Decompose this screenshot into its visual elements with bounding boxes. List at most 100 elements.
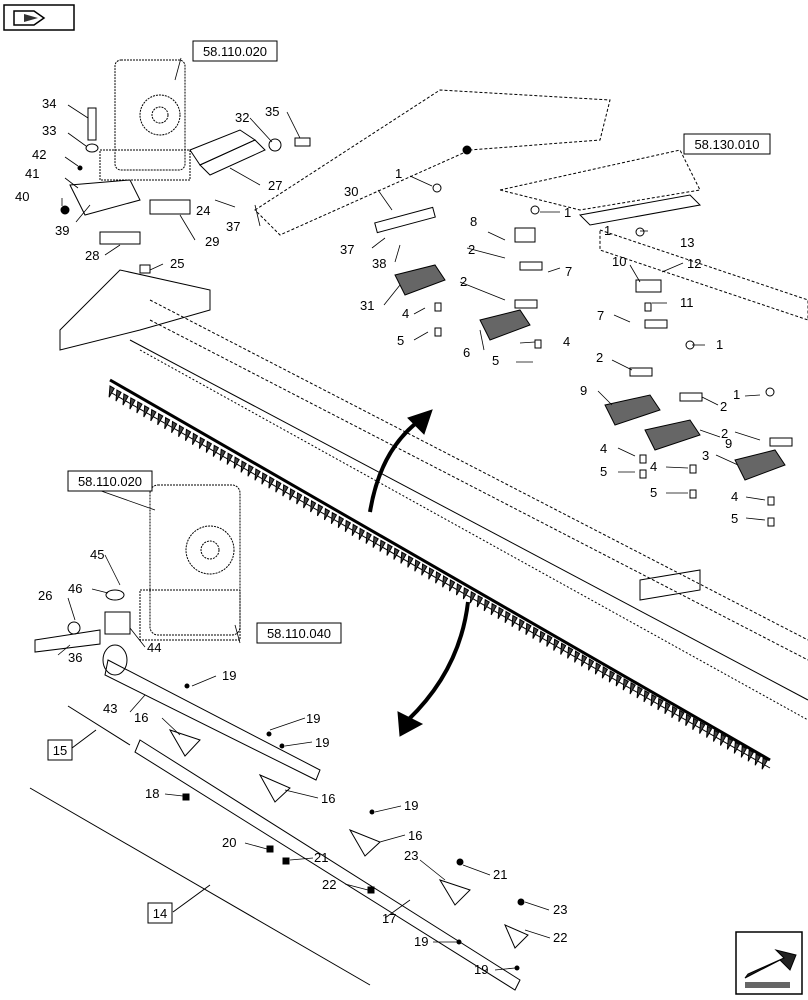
upper-left-parts (60, 107, 311, 274)
part-label: 23 (553, 902, 567, 917)
part-label: 10 (612, 254, 626, 269)
part-label: 40 (15, 189, 29, 204)
part-label: 2 (460, 274, 467, 289)
part-label: 2 (721, 426, 728, 441)
part-label: 5 (492, 353, 499, 368)
part-label: 5 (397, 333, 404, 348)
part-label: 19 (315, 735, 329, 750)
part-label: 20 (222, 835, 236, 850)
part-label: 5 (650, 485, 657, 500)
part-label: 30 (344, 184, 358, 199)
part-label: 8 (470, 214, 477, 229)
leader-lines (57, 57, 766, 971)
part-label: 7 (597, 308, 604, 323)
part-label: 18 (145, 786, 159, 801)
part-label: 37 (340, 242, 354, 257)
boxed-label-15: 15 (47, 739, 73, 761)
part-label: 16 (134, 710, 148, 725)
part-label: 44 (147, 640, 161, 655)
part-label: 41 (25, 166, 39, 181)
svg-text:58.110.020: 58.110.020 (203, 44, 267, 59)
part-label: 22 (322, 877, 336, 892)
boxed-label-14: 14 (147, 902, 173, 924)
part-label: 16 (408, 828, 422, 843)
part-label: 21 (493, 867, 507, 882)
reference-58-130-010[interactable]: 58.130.010 (683, 133, 771, 155)
part-label: 39 (55, 223, 69, 238)
part-label: 11 (680, 295, 694, 310)
part-label: 2 (720, 399, 727, 414)
book-arrow-icon[interactable] (3, 4, 75, 31)
part-label: 22 (553, 930, 567, 945)
part-label: 3 (702, 448, 709, 463)
gearbox-lower (139, 484, 241, 641)
part-label: 4 (731, 489, 738, 504)
part-label: 19 (222, 668, 236, 683)
part-label: 1 (395, 166, 402, 181)
part-label: 38 (372, 256, 386, 271)
svg-text:15: 15 (53, 743, 67, 758)
part-label: 37 (226, 219, 240, 234)
part-labels: 34 33 42 41 40 39 28 25 32 35 27 24 37 2… (15, 96, 740, 977)
part-label: 36 (68, 650, 82, 665)
part-label: 4 (402, 306, 409, 321)
bolts-and-nuts (432, 183, 775, 527)
part-label: 27 (268, 178, 282, 193)
cutter-bar (108, 378, 771, 770)
part-label: 19 (474, 962, 488, 977)
part-label: 21 (314, 850, 328, 865)
reference-58-110-020-top[interactable]: 58.110.020 (192, 40, 278, 62)
part-label: 4 (650, 459, 657, 474)
part-label: 5 (731, 511, 738, 526)
part-label: 42 (32, 147, 46, 162)
part-label: 2 (596, 350, 603, 365)
knife-guards (394, 264, 786, 481)
lower-fasteners (182, 683, 525, 971)
part-label: 23 (404, 848, 418, 863)
reference-58-110-020-mid[interactable]: 58.110.020 (67, 470, 153, 492)
hold-down-clips (374, 206, 793, 447)
part-label: 29 (205, 234, 219, 249)
part-label: 1 (604, 223, 611, 238)
part-label: 35 (265, 104, 279, 119)
svg-text:58.130.010: 58.130.010 (694, 137, 759, 152)
part-label: 1 (564, 205, 571, 220)
part-label: 45 (90, 547, 104, 562)
part-label: 9 (725, 436, 732, 451)
group-brackets (29, 705, 371, 986)
part-label: 4 (600, 441, 607, 456)
return-arrow-icon[interactable] (735, 931, 803, 995)
part-label: 16 (321, 791, 335, 806)
svg-text:58.110.020: 58.110.020 (78, 474, 142, 489)
part-label: 24 (196, 203, 210, 218)
svg-text:14: 14 (153, 906, 167, 921)
svg-text:58.110.040: 58.110.040 (267, 626, 331, 641)
part-label: 19 (404, 798, 418, 813)
part-label: 5 (600, 464, 607, 479)
part-label: 19 (306, 711, 320, 726)
part-label: 9 (580, 383, 587, 398)
part-label: 12 (687, 256, 701, 271)
part-label: 25 (170, 256, 184, 271)
reference-58-110-040[interactable]: 58.110.040 (256, 622, 342, 644)
part-label: 26 (38, 588, 52, 603)
part-label: 46 (68, 581, 82, 596)
header-frame (59, 89, 808, 721)
part-label: 32 (235, 110, 249, 125)
part-label: 4 (563, 334, 570, 349)
part-label: 1 (733, 387, 740, 402)
part-label: 34 (42, 96, 56, 111)
part-label: 2 (468, 242, 475, 257)
part-label: 43 (103, 701, 117, 716)
part-label: 31 (360, 298, 374, 313)
part-label: 17 (382, 911, 396, 926)
part-label: 19 (414, 934, 428, 949)
part-label: 6 (463, 345, 470, 360)
gearbox-upper (99, 59, 191, 181)
drive-arm-parts (34, 589, 529, 991)
part-label: 33 (42, 123, 56, 138)
part-label: 7 (565, 264, 572, 279)
part-label: 1 (716, 337, 723, 352)
part-label: 28 (85, 248, 99, 263)
